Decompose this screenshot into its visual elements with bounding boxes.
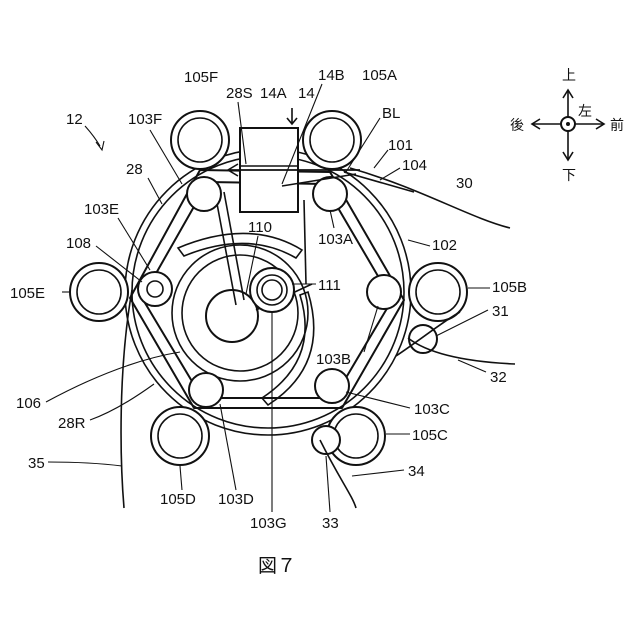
- label-105D: 105D: [160, 491, 196, 508]
- label-35: 35: [28, 455, 45, 472]
- label-105A: 105A: [362, 67, 397, 84]
- label-111: 111: [318, 277, 341, 294]
- leader-105D: [180, 466, 182, 490]
- roller-105F: [171, 111, 229, 169]
- label-105C: 105C: [412, 427, 448, 444]
- compass-down-label: 下: [562, 168, 576, 184]
- link-arm-a: [304, 200, 306, 284]
- pulley-103A: [313, 177, 347, 211]
- leader-35: [48, 462, 122, 466]
- pulley-103C: [315, 369, 349, 403]
- label-32: 32: [490, 369, 507, 386]
- leader-106: [46, 352, 180, 402]
- label-28R: 28R: [58, 415, 86, 432]
- down-arrow-14: [287, 108, 297, 124]
- label-12: 12: [66, 111, 83, 128]
- roller-105A: [303, 111, 361, 169]
- label-14: 14: [298, 85, 315, 102]
- label-106: 106: [16, 395, 41, 412]
- label-110: 110: [248, 219, 272, 236]
- label-34: 34: [408, 463, 425, 480]
- label-101: 101: [388, 137, 413, 154]
- label-28: 28: [126, 161, 143, 178]
- pulley-103F: [187, 177, 221, 211]
- pulley-108-outer: [138, 272, 172, 306]
- label-103D: 103D: [218, 491, 254, 508]
- label-30: 30: [456, 175, 473, 192]
- figure-caption: 図７: [258, 555, 296, 577]
- label-105E: 105E: [10, 285, 45, 302]
- label-102: 102: [432, 237, 457, 254]
- roller-105E: [70, 263, 128, 321]
- leader-12: [85, 126, 100, 146]
- roller-33: [312, 426, 340, 454]
- leader-34: [352, 470, 404, 476]
- leader-103E: [118, 218, 150, 270]
- label-14A: 14A: [260, 85, 287, 102]
- label-28S: 28S: [226, 85, 253, 102]
- label-103A: 103A: [318, 231, 353, 248]
- label-103C: 103C: [414, 401, 450, 418]
- curve-35: [121, 290, 132, 508]
- pulley-103B: [367, 275, 401, 309]
- compass-left-upper-label: 左: [578, 104, 592, 120]
- pulley-103D: [189, 373, 223, 407]
- center-shaft: [206, 290, 258, 342]
- leader-104: [380, 168, 400, 180]
- leader-103D: [220, 404, 236, 490]
- roller-105D: [151, 407, 209, 465]
- leader-101: [374, 150, 388, 168]
- label-103G: 103G: [250, 515, 287, 532]
- label-BL: BL: [382, 105, 400, 122]
- compass-right-label: 前: [610, 117, 624, 134]
- curve-30: [350, 168, 510, 228]
- compass-left-label: 後: [510, 118, 524, 134]
- label-31: 31: [492, 303, 509, 320]
- leader-102: [408, 240, 430, 246]
- compass-up-label: 上: [562, 68, 576, 84]
- label-103E: 103E: [84, 201, 119, 218]
- leader-33: [326, 456, 330, 512]
- label-105B: 105B: [492, 279, 527, 296]
- leader-28: [148, 178, 162, 204]
- label-14B: 14B: [318, 67, 345, 84]
- sheet-BL: [344, 172, 414, 192]
- label-33: 33: [322, 515, 339, 532]
- label-103B: 103B: [316, 351, 351, 368]
- label-103F: 103F: [128, 111, 162, 128]
- label-108: 108: [66, 235, 91, 252]
- label-105F: 105F: [184, 69, 218, 86]
- label-104: 104: [402, 157, 427, 174]
- leader-103A: [330, 210, 334, 228]
- direction-compass: [532, 90, 604, 160]
